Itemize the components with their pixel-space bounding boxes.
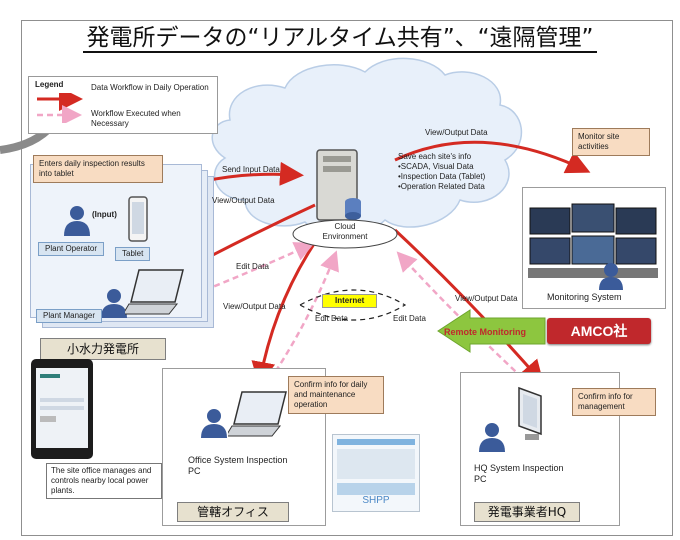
edit-data-left-label: Edit Data [236, 262, 269, 271]
tablet-icon [128, 196, 148, 242]
view-output-left-label: View/Output Data [212, 196, 275, 205]
shpp-caption: SHPP [362, 495, 390, 506]
plant-manager-label: Plant Manager [36, 309, 103, 323]
hq-name: 発電事業者HQ [474, 502, 580, 522]
edit-data-office-arrow [268, 250, 339, 381]
manager-person-icon [101, 289, 127, 318]
view-output-hq-label: View/Output Data [455, 294, 518, 303]
view-output-hq-arrow [393, 228, 544, 385]
server-info-line-3: •Inspection Data (Tablet) [398, 172, 486, 181]
plant-callout: Enters daily inspection results into tab… [33, 155, 163, 183]
plant-operator-label: Plant Operator [38, 242, 105, 256]
office-pc-label: Office System Inspection PC [188, 455, 288, 476]
legend: Legend Data Workflow in Daily Operation … [28, 76, 218, 134]
manager-laptop-icon [125, 269, 184, 315]
office-person-icon [201, 409, 227, 438]
hq-person-icon [479, 423, 505, 452]
hq-callout: Confirm info for management [572, 388, 656, 416]
diagram-title: 発電所データの“リアルタイム共有”、“遠隔管理” [0, 18, 680, 53]
send-input-label: Send Input Data [222, 165, 280, 174]
legend-arrow-icons [37, 93, 83, 123]
tablet-label: Tablet [115, 247, 151, 261]
monitor-wall-icon [528, 203, 658, 278]
shpp-screenshot: SHPP [332, 434, 420, 512]
hq-pc-label: HQ System Inspection PC [474, 463, 564, 484]
monitor-person-icon [599, 263, 623, 290]
cloud-shape [211, 57, 522, 236]
edit-data-left-arrow [204, 242, 315, 292]
plant-site-name: 小水力発電所 [40, 338, 166, 360]
cloud-env-label: Cloud Environment [322, 222, 368, 241]
site-office-note: The site office manages and controls nea… [46, 463, 162, 499]
edit-data-mid-left-label: Edit Data [315, 314, 348, 323]
view-output-top-right-arrow [394, 140, 591, 174]
remote-monitoring-arrow [437, 309, 546, 353]
monitoring-system-label: Monitoring System [547, 292, 622, 302]
monitoring-callout: Monitor site activities [572, 128, 650, 156]
tablet-device-image [31, 359, 93, 459]
office-name: 管轄オフィス [177, 502, 289, 522]
view-output-top-right-label: View/Output Data [425, 128, 488, 137]
legend-heading: Legend [35, 80, 64, 89]
cloud-env-ellipse [292, 219, 398, 249]
internet-label: Internet [322, 294, 378, 308]
view-output-office-label: View/Output Data [223, 302, 286, 311]
legend-dashed-label: Workflow Executed when Necessary [91, 109, 181, 128]
server-info-line-1: Save each site's info [398, 152, 472, 161]
hq-monitor-icon [518, 386, 542, 440]
amco-badge: AMCO社 [547, 318, 651, 344]
office-laptop-icon [228, 391, 287, 437]
office-callout: Confirm info for daily and maintenance o… [288, 376, 384, 414]
input-label: (Input) [92, 210, 117, 219]
operator-person-icon [64, 206, 90, 236]
legend-solid-label: Data Workflow in Daily Operation [91, 83, 209, 92]
server-info-line-4: •Operation Related Data [398, 182, 485, 191]
remote-monitoring-label: Remote Monitoring [444, 327, 526, 337]
edit-data-mid-right-label: Edit Data [393, 314, 426, 323]
server-info-line-2: •SCADA, Visual Data [398, 162, 474, 171]
internet-loop [299, 289, 407, 321]
